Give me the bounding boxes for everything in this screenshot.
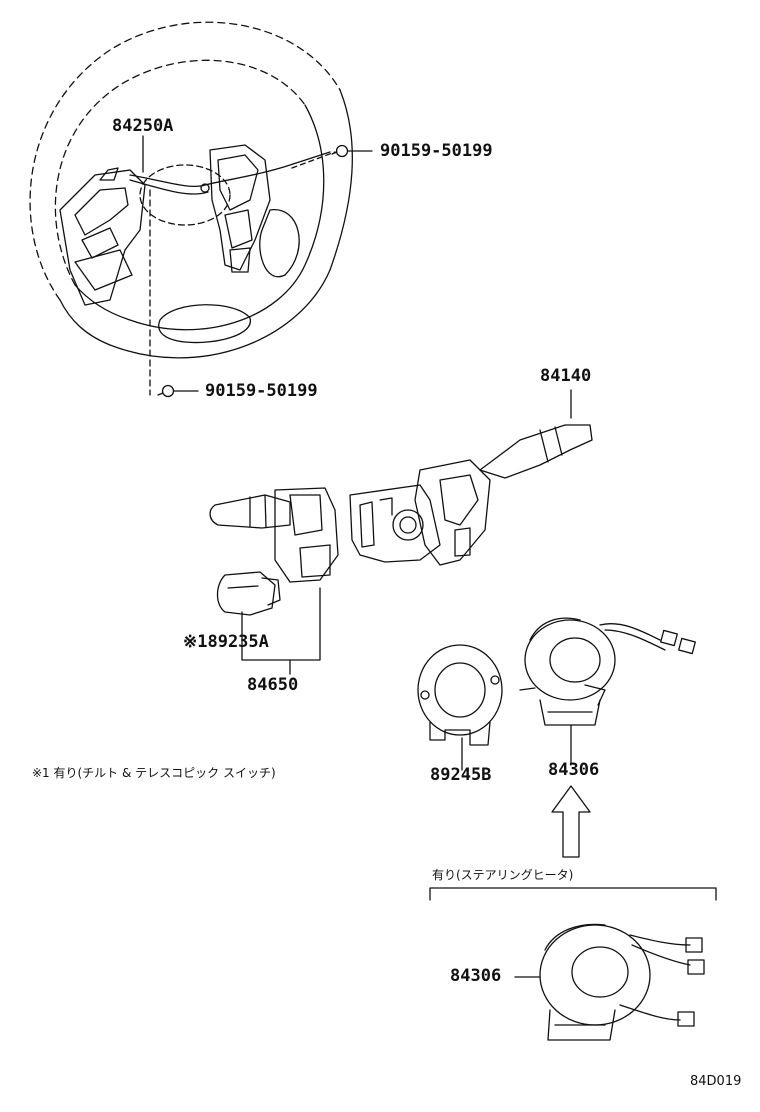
spiral-cable-bottom-drawing bbox=[514, 923, 705, 1041]
tilt-telescopic-note: ※1 有り(チルト & テレスコピック スイッチ) bbox=[32, 766, 276, 780]
screw-lower-drawing bbox=[157, 384, 199, 398]
part-84306-bottom-label: 84306 bbox=[450, 966, 502, 986]
up-arrow bbox=[551, 785, 591, 858]
part-89245B-label: 89245B bbox=[430, 765, 492, 785]
diagram-code: 84D019 bbox=[690, 1074, 742, 1089]
steering-sensor-drawing bbox=[417, 644, 503, 771]
part-84250A-label: 84250A bbox=[112, 116, 174, 136]
part-84306-top-label: 84306 bbox=[548, 760, 600, 780]
heater-bracket bbox=[429, 887, 717, 901]
combination-switch-drawing bbox=[209, 389, 593, 675]
steering-heater-note: 有り(ステアリングヒータ) bbox=[432, 868, 574, 882]
part-90159-upper-label: 90159-50199 bbox=[380, 141, 493, 161]
spiral-cable-top-drawing bbox=[519, 617, 696, 766]
screw-upper-drawing bbox=[331, 144, 373, 158]
part-84140-label: 84140 bbox=[540, 366, 592, 386]
part-84650-label: 84650 bbox=[247, 675, 299, 695]
steering-wheel-drawing bbox=[29, 21, 353, 396]
part-89235A-label: ※189235A bbox=[183, 632, 269, 652]
part-90159-lower-label: 90159-50199 bbox=[205, 381, 318, 401]
